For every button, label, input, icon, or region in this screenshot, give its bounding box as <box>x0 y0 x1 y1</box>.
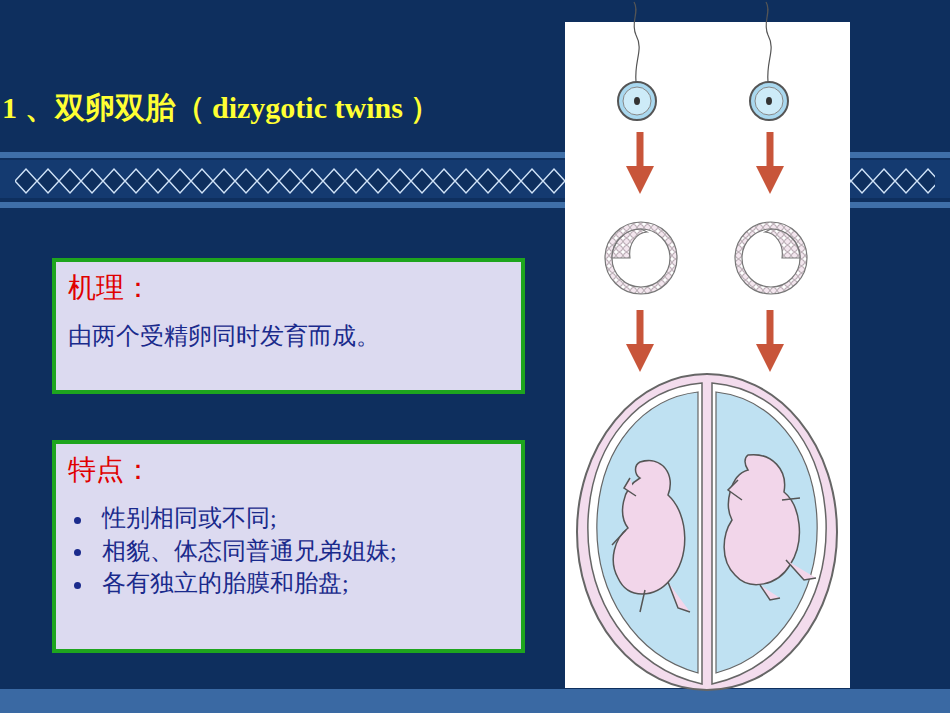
slide-title: 1 、双卵双胎（ dizygotic twins ） <box>2 88 440 129</box>
text-panel: 特点： 性别相同或不同; 相貌、体态同普通兄弟姐妹; 各有独立的胎膜和胎盘; <box>52 440 525 653</box>
bullet <box>74 549 81 556</box>
panel-heading: 特点： <box>68 452 509 488</box>
twin-illustration <box>565 2 850 690</box>
footer-band <box>0 689 950 713</box>
text-panel: 机理： 由两个受精卵同时发育而成。 <box>52 258 525 394</box>
bullet-text: 性别相同或不同; <box>102 505 277 531</box>
bullet <box>74 517 81 524</box>
bullet-text: 相貌、体态同普通兄弟姐妹; <box>102 538 397 564</box>
bullet <box>74 582 81 589</box>
panel-body: 由两个受精卵同时发育而成。 <box>68 320 509 352</box>
panel-heading: 机理： <box>68 270 509 306</box>
bullet-text: 各有独立的胎膜和胎盘; <box>102 570 349 596</box>
